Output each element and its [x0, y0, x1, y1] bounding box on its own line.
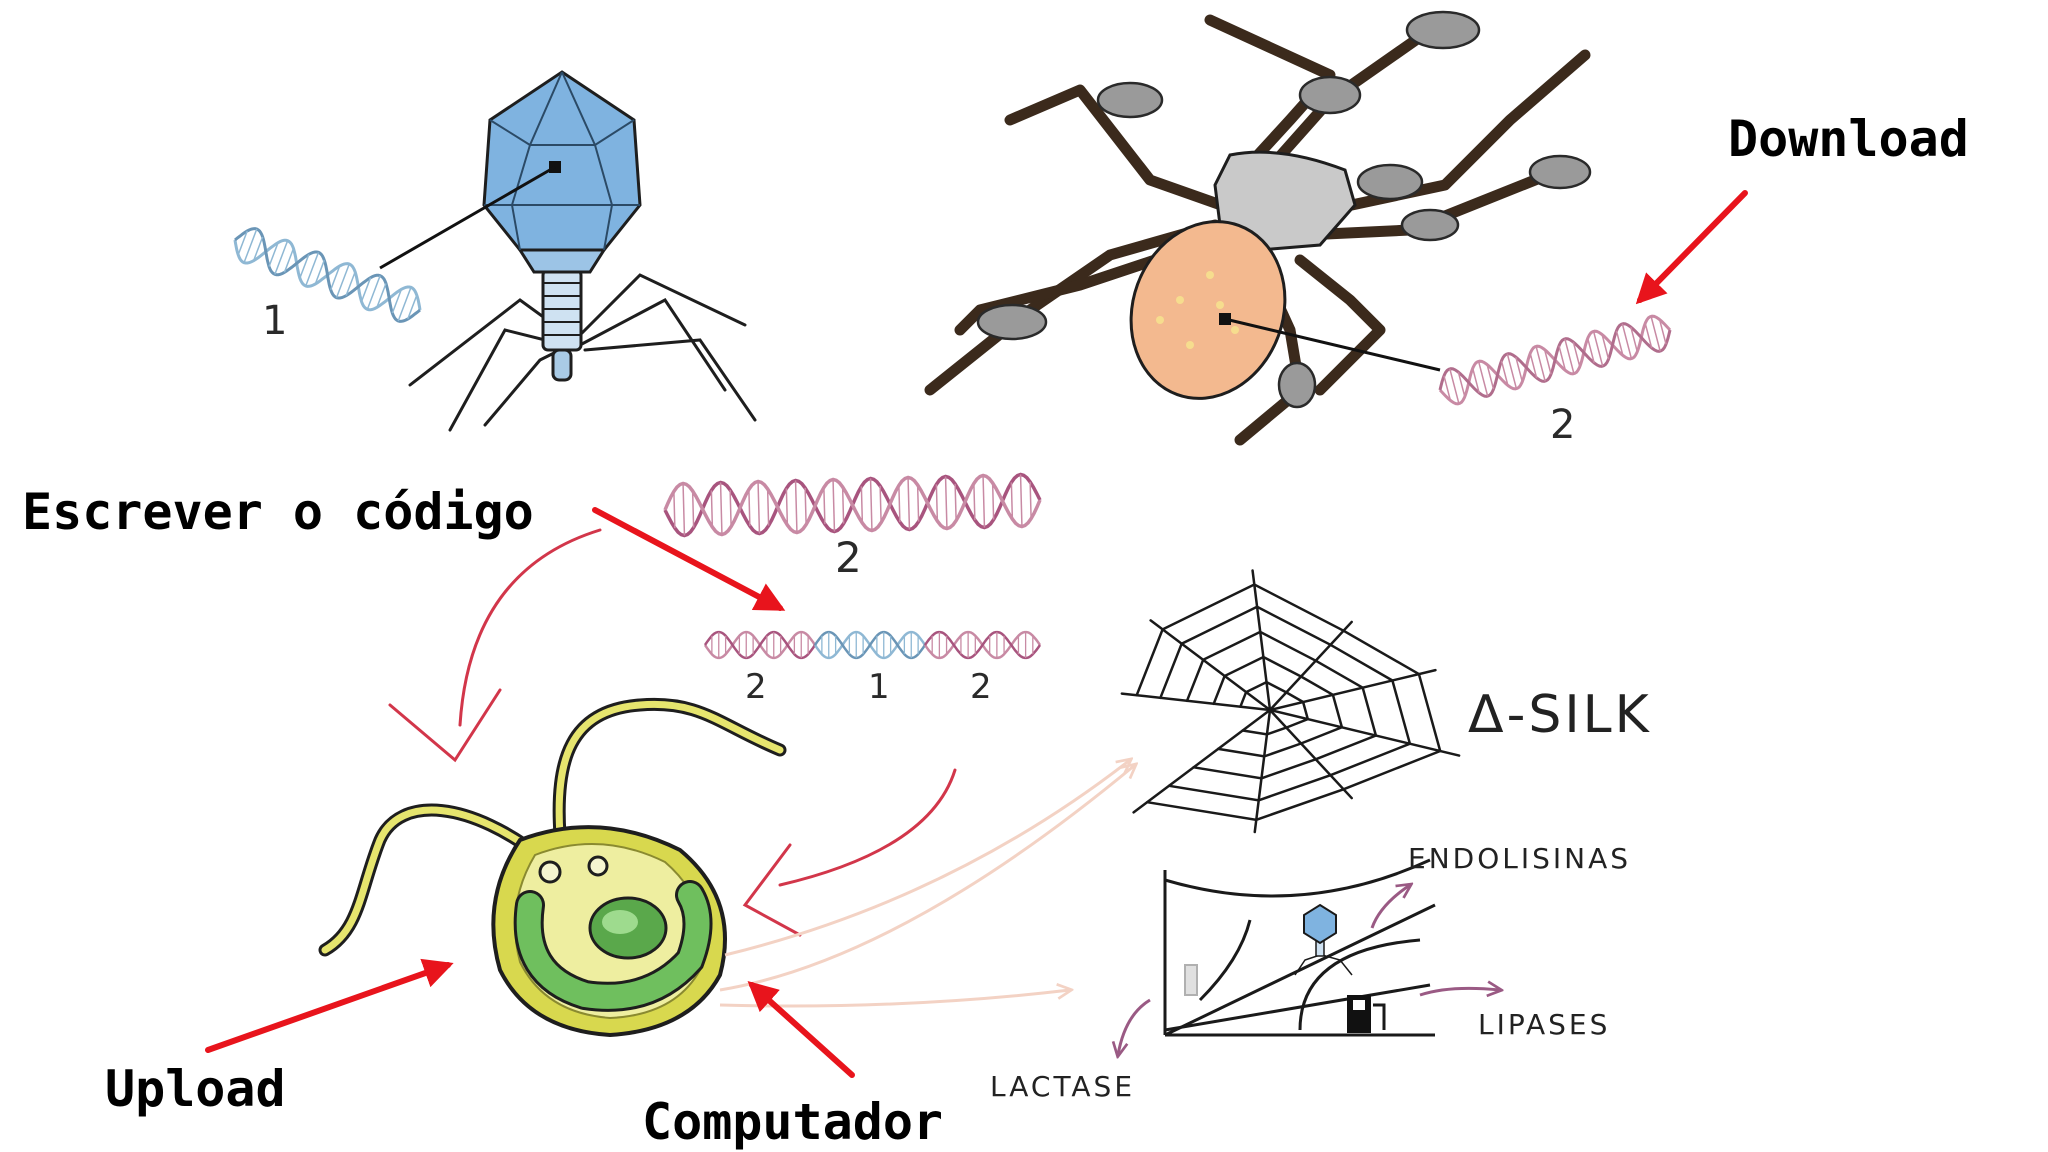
purple-arrows [1118, 885, 1500, 1055]
lipases-label: LIPASES [1478, 1008, 1610, 1041]
bacteriophage: 1 [233, 70, 757, 432]
top-dna-strand [663, 472, 1042, 538]
spider-dna-number: 2 [1550, 402, 1575, 448]
computador-arrow [747, 980, 855, 1078]
curved-arrow-from-strand [742, 768, 957, 937]
combined-number-2: 1 [868, 667, 890, 707]
combined-number-1: 2 [745, 667, 767, 707]
escrever-arrow [592, 507, 786, 611]
faded-arrow-to-web [719, 760, 1135, 992]
silk-label: Δ-SILK [1468, 685, 1652, 745]
annotation-arrows [205, 190, 1748, 1078]
bacterium [318, 697, 787, 1038]
download-annotation: Download [1728, 110, 1969, 168]
phage-dna [233, 227, 422, 323]
spider: 2 [924, 10, 1672, 448]
phage-dna-number: 1 [262, 298, 287, 344]
graph-phage [1294, 903, 1353, 976]
lactase-label: LACTASE [990, 1070, 1135, 1103]
top-strand-number: 2 [835, 533, 862, 582]
escrever-annotation: Escrever o código [22, 483, 534, 541]
computador-annotation: Computador [642, 1093, 944, 1151]
upload-annotation: Upload [105, 1060, 286, 1118]
upload-arrow [205, 958, 454, 1053]
combined-dna-strand [703, 630, 1042, 660]
curved-arrow-to-cell [388, 528, 602, 763]
spider-dna [1438, 314, 1672, 406]
spider-web [1120, 569, 1461, 834]
combined-number-3: 2 [970, 667, 992, 707]
endolisinas-label: ENDOLISINAS [1408, 842, 1631, 875]
download-arrow [1635, 190, 1748, 305]
products-graph [1163, 858, 1436, 1037]
